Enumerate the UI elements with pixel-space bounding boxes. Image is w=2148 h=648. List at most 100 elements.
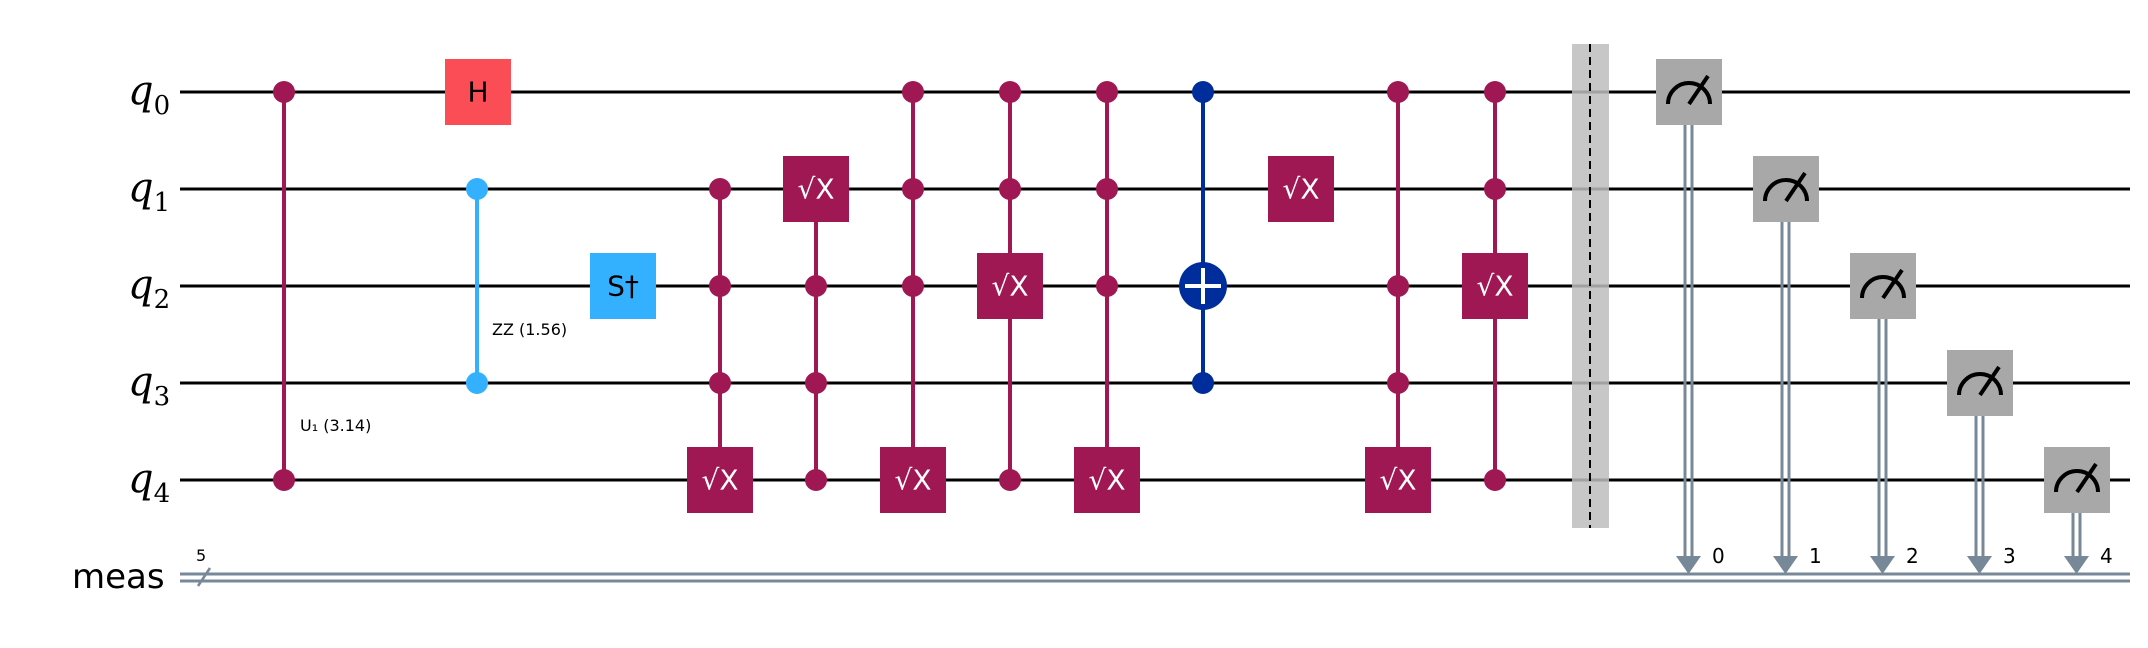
measure-4: 4 (2044, 447, 2113, 574)
u1-control-dot (273, 81, 295, 103)
control-dot (999, 81, 1021, 103)
control-dot (1387, 372, 1409, 394)
sx-gate-box (1074, 447, 1140, 513)
rzz-dot (466, 178, 488, 200)
sx-gate-box (1365, 447, 1431, 513)
h-gate-label: H (467, 76, 488, 109)
control-dot (709, 275, 731, 297)
meter-needle (1784, 171, 1807, 203)
qubit-label-3: q3 (128, 359, 170, 412)
measure-3: 3 (1947, 350, 2016, 574)
bus-width-label: 5 (196, 546, 206, 565)
control-dot (709, 372, 731, 394)
barrier (1572, 44, 1609, 528)
sx-gate-label: √X (701, 464, 738, 497)
sdg-gate-label: S† (607, 270, 639, 303)
sx-gate-label: √X (1088, 464, 1125, 497)
meter-needle (1881, 268, 1904, 300)
sx-gate: √X (1268, 156, 1334, 222)
control-dot (1387, 81, 1409, 103)
control-dot (1096, 81, 1118, 103)
h-gate-box (445, 59, 511, 125)
u1-label: U₁ (3.14) (300, 416, 371, 435)
control-dot (1387, 275, 1409, 297)
rzz-label: ZZ (1.56) (492, 320, 567, 339)
rzz-gate: ZZ (1.56) (466, 178, 567, 394)
control-dot (1484, 469, 1506, 491)
sx-gate-label: √X (1476, 270, 1513, 303)
sdg-gate: S† (590, 253, 656, 319)
control-dot (1192, 372, 1214, 394)
qubit-label-1: q1 (128, 165, 170, 218)
measure-arrow (2064, 556, 2089, 574)
h-gate: H (445, 59, 511, 125)
sx-gate-box (977, 253, 1043, 319)
measure-arrow (1967, 556, 1992, 574)
qubit-label-4: q4 (128, 456, 170, 509)
classical-bus: 5 (180, 546, 2130, 587)
control-dot (902, 275, 924, 297)
mcsx-gate-4: √X (977, 81, 1043, 491)
control-dot (999, 469, 1021, 491)
control-dot (1484, 178, 1506, 200)
mcsx-gate-7: √X (1462, 81, 1528, 491)
mcsx-gate-2: √X (783, 156, 849, 491)
sx-gate-label: √X (1282, 173, 1319, 206)
u1-control-dot (273, 469, 295, 491)
meter-icon (1957, 372, 2003, 396)
meter-icon (1666, 81, 1712, 105)
control-dot (1192, 81, 1214, 103)
bus-slash (196, 567, 212, 587)
control-dot (902, 178, 924, 200)
sx-gate-box (880, 447, 946, 513)
measure-box (1947, 350, 2013, 416)
ccx-gate (1179, 81, 1227, 394)
controlled-u1-gate: U₁ (3.14) (273, 81, 371, 491)
bit-index-label: 2 (1906, 544, 1919, 568)
control-dot (805, 469, 827, 491)
sx-gate-label: √X (894, 464, 931, 497)
quantum-wires (180, 90, 2130, 482)
control-dot (902, 81, 924, 103)
measure-arrow (1773, 556, 1798, 574)
measure-box (1753, 156, 1819, 222)
bit-index-label: 3 (2003, 544, 2016, 568)
bit-index-label: 1 (1809, 544, 1822, 568)
mcsx-gate-6: √X (1365, 81, 1431, 513)
measure-0: 0 (1656, 59, 1725, 574)
control-dot (1096, 275, 1118, 297)
sx-gate-label: √X (797, 173, 834, 206)
qubit-label-2: q2 (128, 262, 170, 315)
wire-labels: q0 q1 q2 q3 q4 meas (72, 68, 170, 597)
mcsx-gate-5: √X (1074, 81, 1140, 513)
sx-gate-label: √X (991, 270, 1028, 303)
sdg-gate-box (590, 253, 656, 319)
meter-needle (1978, 365, 2001, 397)
control-dot (805, 372, 827, 394)
mcsx-gate-3: √X (880, 81, 946, 513)
meter-icon (1860, 275, 1906, 299)
rzz-dot (466, 372, 488, 394)
sx-gate-label: √X (1379, 464, 1416, 497)
control-dot (805, 275, 827, 297)
control-dot (999, 178, 1021, 200)
meter-icon (2054, 469, 2100, 493)
measure-box (2044, 447, 2110, 513)
meter-icon (1763, 178, 1809, 202)
sx-gate-box (783, 156, 849, 222)
sx-gate-box (1268, 156, 1334, 222)
measure-arrow (1676, 556, 1701, 574)
bit-index-label: 4 (2100, 544, 2113, 568)
meter-needle (2075, 462, 2098, 494)
mcsx-gate-1: √X (687, 178, 753, 513)
qubit-label-0: q0 (128, 68, 170, 121)
sx-gate-box (1462, 253, 1528, 319)
measure-2: 2 (1850, 253, 1919, 574)
bit-index-label: 0 (1712, 544, 1725, 568)
sx-gate-box (687, 447, 753, 513)
classical-register-label: meas (72, 557, 165, 597)
measure-box (1850, 253, 1916, 319)
control-dot (1096, 178, 1118, 200)
meter-needle (1687, 74, 1710, 106)
